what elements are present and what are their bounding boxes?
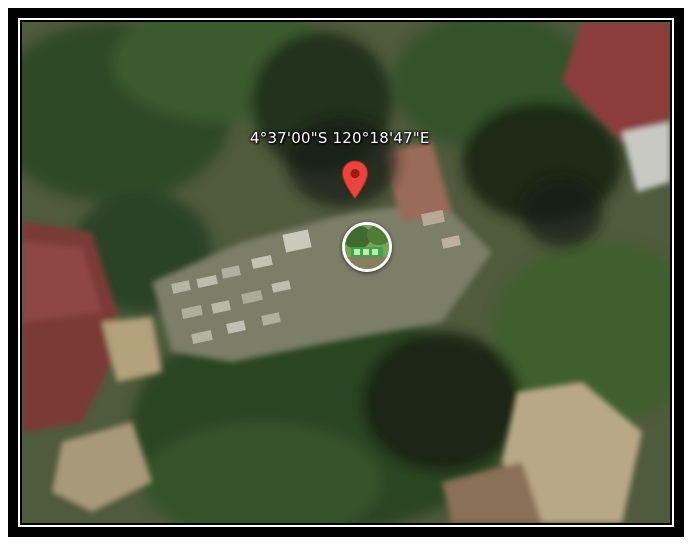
- location-pin-icon[interactable]: [341, 160, 369, 200]
- frame-border: 4°37'00"S 120°18'47"E: [18, 18, 674, 527]
- coordinates-label: 4°37'00"S 120°18'47"E: [250, 129, 430, 147]
- screenshot-frame: 4°37'00"S 120°18'47"E: [8, 8, 684, 537]
- satellite-imagery: [22, 22, 670, 523]
- satellite-map[interactable]: 4°37'00"S 120°18'47"E: [22, 22, 670, 523]
- photo-thumbnail-icon[interactable]: [342, 222, 392, 272]
